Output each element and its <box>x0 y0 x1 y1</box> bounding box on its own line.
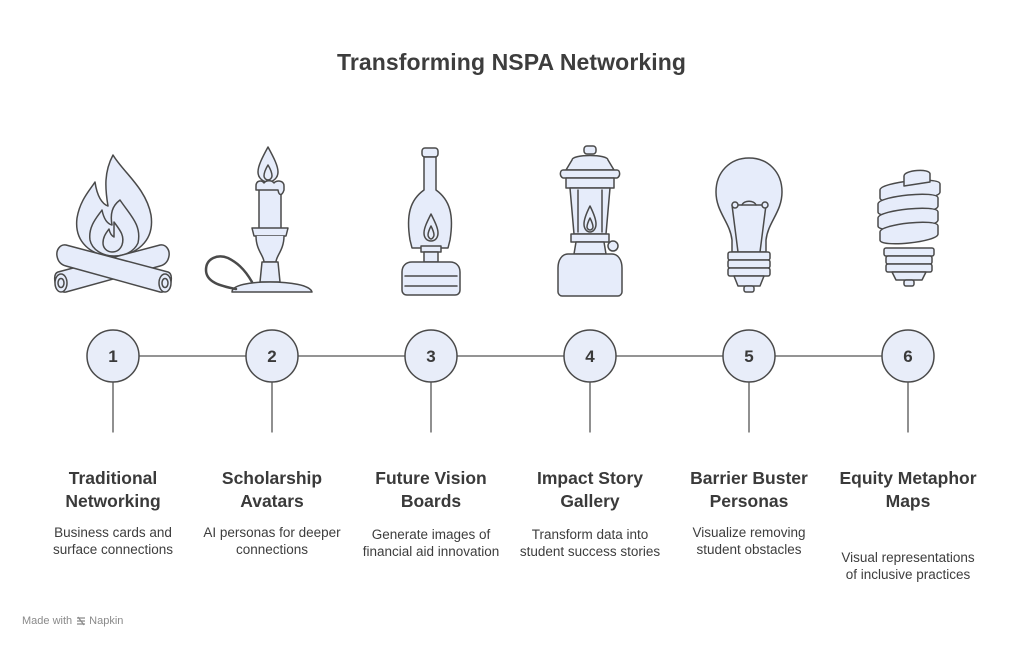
step-number-2: 2 <box>267 347 276 366</box>
step-number-6: 6 <box>903 347 912 366</box>
step-title-5: Barrier Buster Personas <box>690 468 808 511</box>
napkin-logo-icon <box>77 616 86 626</box>
step-title-1: Traditional Networking <box>65 468 161 511</box>
step-description-3: Generate images of financial aid innovat… <box>362 527 500 559</box>
step-node-6: 6 <box>881 329 935 383</box>
made-with-napkin-footer[interactable]: Made with Napkin <box>22 615 123 627</box>
step-description-1: Business cards and surface connections <box>52 525 174 557</box>
step-title-6: Equity Metaphor Maps <box>839 468 977 511</box>
step-node-2: 2 <box>245 329 299 383</box>
timeline-stems <box>112 382 909 433</box>
step-number-1: 1 <box>108 347 117 366</box>
step-node-5: 5 <box>722 329 776 383</box>
napkin-brand-label: Napkin <box>89 615 124 627</box>
campfire-icon <box>53 154 173 293</box>
oil-lamp-icon <box>401 147 461 296</box>
step-description-4: Transform data into student success stor… <box>519 527 661 559</box>
step-node-4: 4 <box>563 329 617 383</box>
cfl-bulb-icon <box>877 169 941 287</box>
made-with-label: Made with <box>22 615 73 627</box>
step-number-5: 5 <box>744 347 753 366</box>
step-node-3: 3 <box>404 329 458 383</box>
lantern-icon <box>557 145 623 297</box>
step-title-2: Scholarship Avatars <box>221 468 323 511</box>
step-title-4: Impact Story Gallery <box>537 468 643 511</box>
step-title-3: Future Vision Boards <box>375 468 487 511</box>
diagram-title: Transforming NSPA Networking <box>336 49 687 75</box>
step-description-5: Visualize removing student obstacles <box>692 525 806 557</box>
light-bulb-icon <box>715 157 783 293</box>
step-number-4: 4 <box>585 347 595 366</box>
candle-icon <box>204 146 313 293</box>
step-description-2: AI personas for deeper connections <box>203 525 341 557</box>
step-node-1: 1 <box>86 329 140 383</box>
step-number-3: 3 <box>426 347 435 366</box>
step-description-6: Visual representations of inclusive prac… <box>841 550 975 582</box>
